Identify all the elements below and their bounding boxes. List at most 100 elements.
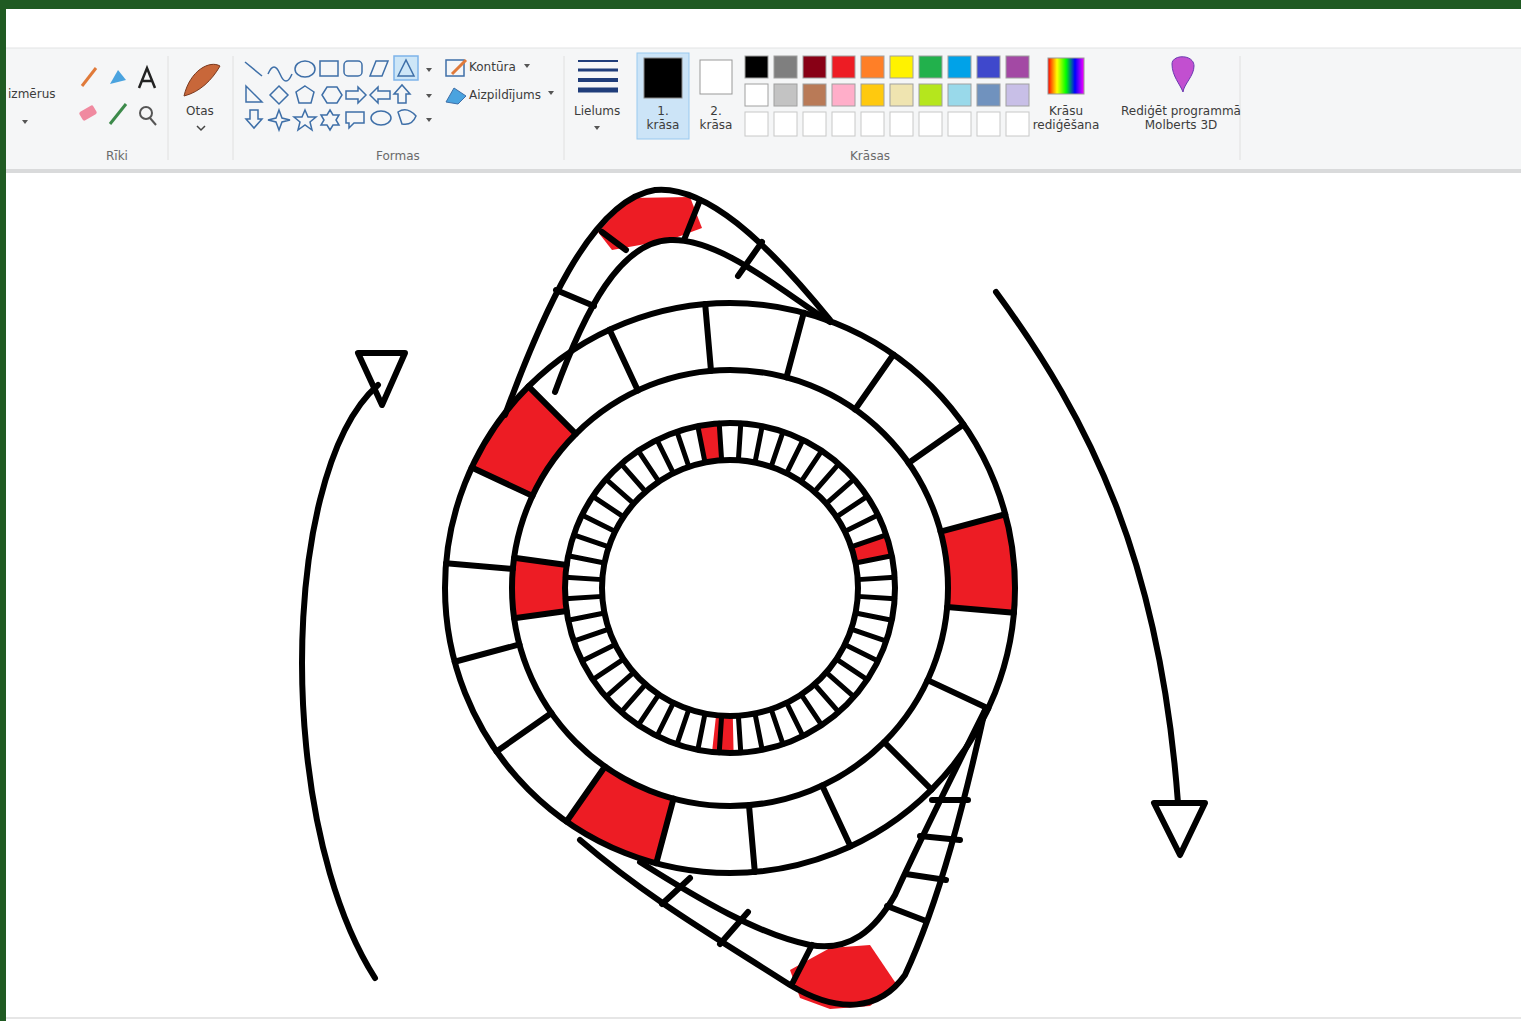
palette-swatch: [890, 56, 913, 78]
track-divider: [602, 232, 626, 250]
palette-swatch: [948, 56, 971, 78]
middle-divider: [514, 611, 566, 618]
empty-swatch: [832, 112, 855, 136]
inner-divider: [606, 479, 634, 503]
middle-divider: [947, 607, 1014, 613]
ribbon-label: Aizpildījums: [469, 88, 541, 102]
track-divider: [684, 200, 700, 240]
track-divider: [738, 242, 762, 276]
palette-swatch: [977, 84, 1000, 106]
track-divider: [920, 836, 960, 840]
shape-gallery: [245, 56, 418, 130]
ribbon-label: Lielums: [574, 104, 620, 118]
inner-divider: [851, 629, 886, 641]
empty-swatch: [803, 112, 826, 136]
edit-colors-icon: [1048, 58, 1084, 94]
inner-divider: [814, 464, 838, 492]
arrow-head: [1154, 803, 1205, 855]
palette-swatch: [774, 84, 797, 106]
empty-swatch: [861, 112, 884, 136]
palette-swatch: [948, 84, 971, 106]
track-divider: [792, 945, 812, 984]
ribbon-label: Rediģēt programmā Molberts 3D: [1106, 104, 1256, 132]
middle-divider: [786, 313, 803, 378]
middle-divider: [528, 386, 575, 433]
red-cell: [512, 558, 567, 619]
palette-swatch: [832, 56, 855, 78]
inner-divider: [677, 432, 689, 467]
inner-divider: [565, 577, 602, 579]
inner-divider: [621, 464, 645, 492]
size-icon: [578, 61, 618, 90]
track-outline: [555, 240, 830, 392]
middle-divider: [472, 468, 533, 496]
inner-divider: [568, 556, 604, 563]
ribbon-label: Otas: [186, 104, 214, 118]
inner-divider: [621, 684, 645, 712]
palette-swatch: [832, 84, 855, 106]
track-divider: [662, 878, 690, 904]
direction-arrow: [302, 385, 378, 978]
inner-divider: [738, 423, 740, 460]
inner-divider: [858, 596, 895, 598]
track-divider: [906, 874, 946, 880]
palette-swatch: [1006, 56, 1029, 78]
middle-divider: [514, 558, 566, 565]
empty-swatch: [919, 112, 942, 136]
inner-divider: [858, 577, 895, 579]
empty-swatch: [890, 112, 913, 136]
palette-swatch: [1006, 84, 1029, 106]
track-divider: [720, 912, 748, 944]
palette-swatch: [977, 56, 1000, 78]
inner-divider: [657, 440, 673, 473]
red-cell: [712, 715, 734, 753]
middle-divider: [446, 563, 513, 569]
inner-divider: [755, 714, 762, 750]
palette-swatch: [919, 56, 942, 78]
ring-outline: [565, 423, 895, 753]
middle-divider: [855, 355, 893, 410]
inner-divider: [582, 645, 615, 661]
direction-arrow: [996, 292, 1178, 803]
inner-divider: [845, 515, 878, 531]
inner-divider: [719, 423, 721, 460]
color1-swatch: [644, 58, 682, 98]
inner-divider: [638, 694, 659, 725]
palette-swatch: [861, 84, 884, 106]
palette-swatch: [890, 84, 913, 106]
inner-divider: [771, 709, 783, 744]
paint3d-icon: [1172, 57, 1194, 92]
middle-divider: [610, 330, 638, 391]
palette-swatch: [803, 56, 826, 78]
color2-swatch: [700, 60, 732, 94]
inner-divider: [856, 556, 892, 563]
inner-divider: [851, 535, 886, 547]
middle-divider: [941, 514, 1006, 531]
empty-swatch: [774, 112, 797, 136]
track-divider: [556, 290, 594, 306]
track-divider: [932, 797, 968, 803]
inner-divider: [845, 645, 878, 661]
inner-divider: [568, 613, 604, 620]
inner-divider: [787, 440, 803, 473]
palette-swatch: [745, 84, 768, 106]
middle-divider: [705, 304, 711, 371]
palette-swatch: [774, 56, 797, 78]
middle-divider: [497, 713, 552, 751]
ribbon-label: Kontūra: [469, 60, 516, 74]
empty-swatch: [977, 112, 1000, 136]
group-label: Rīki: [106, 149, 128, 163]
middle-divider: [567, 767, 605, 822]
inner-divider: [677, 709, 689, 744]
middle-divider: [656, 799, 673, 864]
ribbon-label: Krāsu rediģēšana: [1025, 104, 1107, 132]
inner-divider: [755, 426, 762, 462]
inner-divider: [856, 613, 892, 620]
ribbon-label: 2. krāsa: [694, 104, 738, 132]
ribbon-label: 1. krāsa: [641, 104, 685, 132]
ring-outline: [512, 370, 948, 806]
ring-outline: [445, 303, 1015, 873]
inner-divider: [593, 659, 624, 680]
ribbon-label: izmērus: [8, 87, 56, 101]
